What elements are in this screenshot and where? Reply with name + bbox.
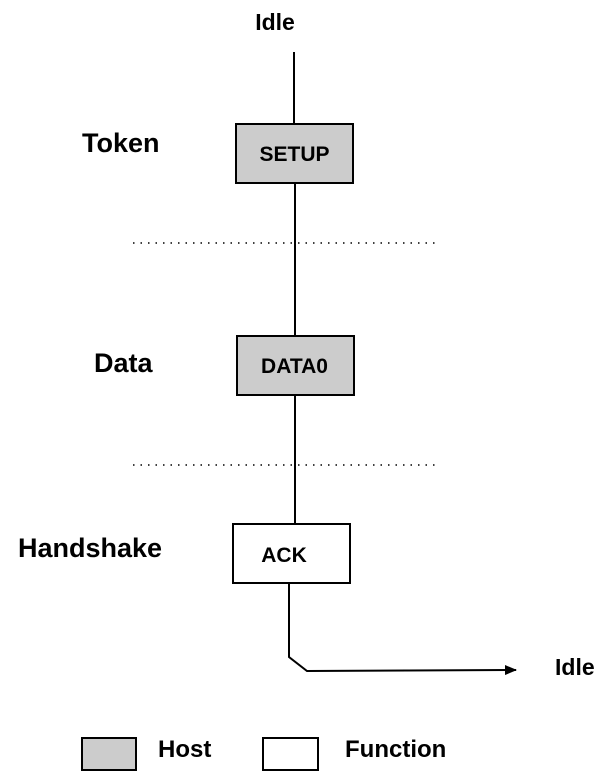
phase-data-label: Data — [94, 348, 154, 378]
phase-handshake-label: Handshake — [18, 533, 162, 563]
return-to-idle-arrow — [288, 583, 517, 676]
legend-function-swatch — [262, 737, 319, 771]
end-idle-label: Idle — [555, 654, 595, 680]
legend-function-label: Function — [345, 736, 446, 763]
legend-host-label: Host — [158, 736, 211, 763]
data0-packet-label: DATA0 — [261, 355, 328, 378]
ack-packet-label: ACK — [261, 544, 307, 567]
setup-packet-label: SETUP — [259, 143, 329, 166]
data0-packet-box — [236, 335, 355, 396]
start-idle-label: Idle — [255, 9, 295, 35]
ack-packet-box — [232, 523, 351, 584]
legend-host-swatch — [81, 737, 137, 771]
phase-token-label: Token — [82, 128, 160, 158]
